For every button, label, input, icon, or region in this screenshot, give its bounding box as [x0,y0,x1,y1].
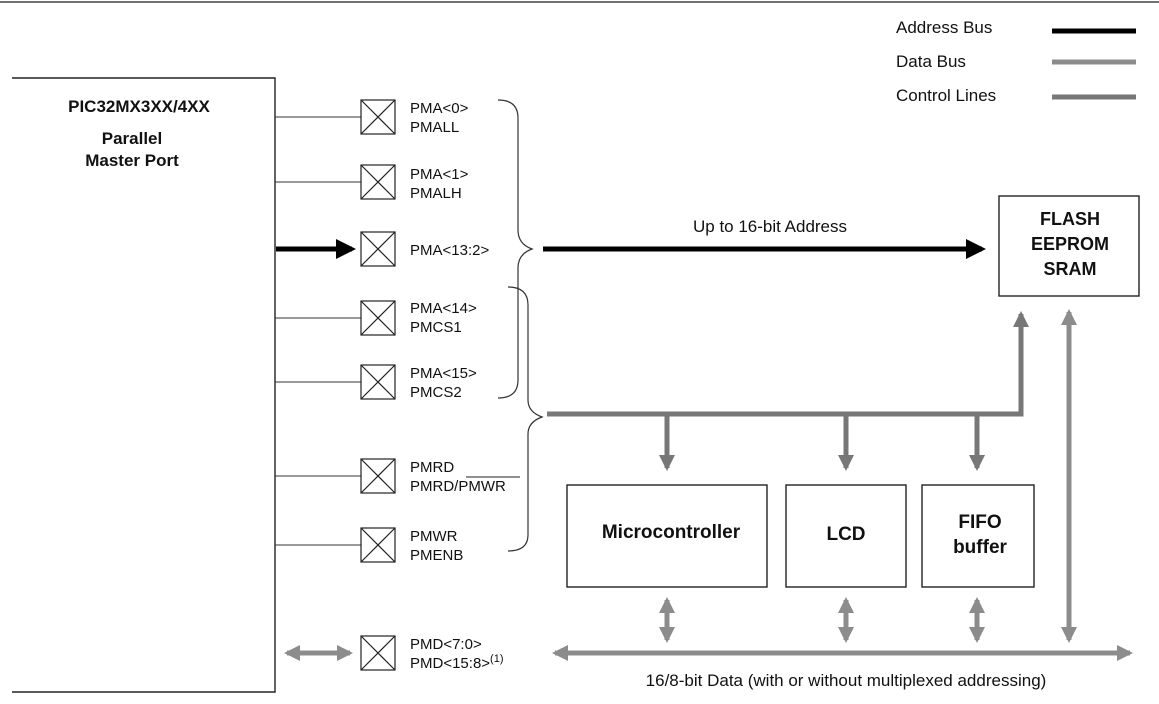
fifo-label-line2: buffer [953,537,1007,558]
pin-label-pmall: PMALL [410,119,459,136]
memory-label-eeprom: EEPROM [1031,234,1109,254]
microcontroller-block [566,484,768,588]
memory-label-flash: FLASH [1040,209,1100,229]
pin-label-pma0: PMA<0> [410,100,469,117]
legend-label-data-bus: Data Bus [896,52,966,71]
brace-address-group [497,99,534,399]
pin-label-pma1: PMA<1> [410,166,469,183]
control-lines-bus [547,310,1029,472]
pic-block-subtitle-line1: Parallel [102,129,163,148]
pin-pad-icon [360,300,396,336]
pin-label-pmalh: PMALH [410,185,462,202]
pin-label-pma14: PMA<14> [410,300,477,317]
pin-pads [360,99,396,671]
pin-pad-icon [360,164,396,200]
pic-block-outline [12,77,276,693]
fifo-label-line1: FIFO [958,512,1001,533]
pin-label-pma15: PMA<15> [410,365,477,382]
pin-pad-icon [360,364,396,400]
pin-label-pmwr: PMWR [410,528,458,545]
pin-label-pma13-2: PMA<13:2> [410,242,489,259]
pin-label-pmd-low: PMD<7:0> [410,636,482,653]
pin-pad-icon [360,99,396,135]
memory-block: FLASH EEPROM SRAM [998,195,1140,297]
pin-pad-icon [360,527,396,563]
legend: Address Bus Data Bus Control Lines [896,18,1136,105]
address-bus-label: Up to 16-bit Address [693,217,847,236]
pin-label-pmrd-pmwr: PMRD/PMWR [410,478,506,495]
memory-label-sram: SRAM [1044,259,1097,279]
device-blocks: Microcontroller LCD FIFO buffer [566,484,1035,588]
data-bus-label: 16/8-bit Data (with or without multiplex… [646,671,1047,690]
pin-label-pmd-high-text: PMD<15:8> [410,655,490,672]
brace-control-group [507,286,544,552]
pin-label-pmcs1: PMCS1 [410,319,462,336]
fifo-block [921,484,1035,588]
lcd-block [785,484,907,588]
data-bus [551,308,1134,661]
address-bus: Up to 16-bit Address [543,217,986,259]
pin-label-pmd-footnote: (1) [490,653,503,665]
pin-wires [275,116,361,661]
pin-label-pmrd: PMRD [410,459,454,476]
braces [497,99,544,552]
microcontroller-label: Microcontroller [602,522,741,543]
lcd-label: LCD [826,524,865,545]
pin-label-pmcs2: PMCS2 [410,384,462,401]
legend-label-control-lines: Control Lines [896,86,996,105]
pin-pad-icon [360,635,396,671]
pin-pad-icon [360,458,396,494]
control-bus-main [547,310,1029,417]
legend-label-address-bus: Address Bus [896,18,992,37]
pin-label-pmd-high: PMD<15:8>(1) [410,653,504,672]
pin-label-pmenb: PMENB [410,547,463,564]
memory-block-outline [998,195,1140,297]
pic-block-subtitle-line2: Master Port [85,151,179,170]
pic-block: PIC32MX3XX/4XX Parallel Master Port [12,77,276,693]
pin-labels: PMA<0> PMALL PMA<1> PMALH PMA<13:2> PMA<… [410,100,520,672]
pic-block-title: PIC32MX3XX/4XX [68,97,210,116]
pin-pad-icon [360,231,396,267]
